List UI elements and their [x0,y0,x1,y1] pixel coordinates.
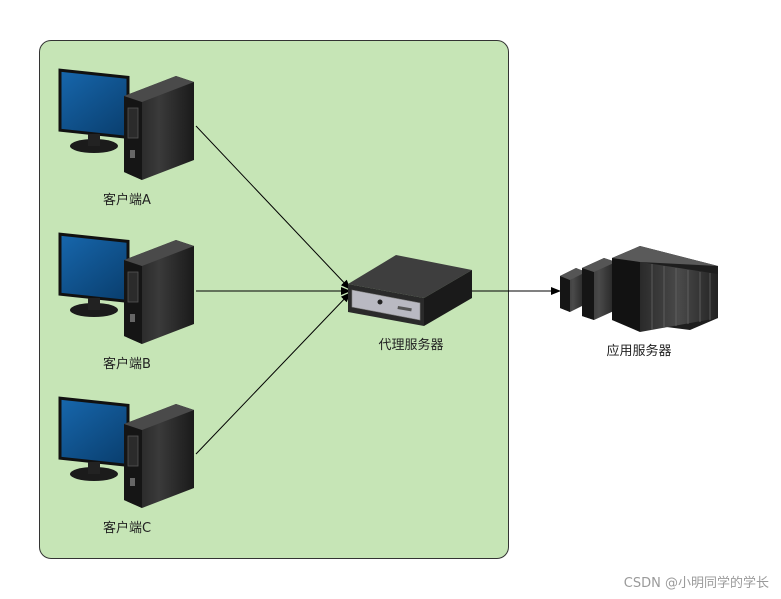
proxy-server-icon [348,255,472,326]
app-server-cluster-icon [560,246,718,332]
connector-client-a-proxy [195,125,351,290]
proxy-server-label: 代理服务器 [378,338,444,353]
app-server-label: 应用服务器 [606,344,672,359]
client-a-label: 客户端A [103,193,151,208]
watermark-text: CSDN @小明同学的学长 [623,576,769,591]
computer-icon [58,68,194,180]
client-b-label: 客户端B [103,357,151,372]
connector-client-c-proxy [195,292,351,455]
computer-icon [58,396,194,508]
client-c-label: 客户端C [102,521,152,536]
computer-icon [58,232,194,344]
